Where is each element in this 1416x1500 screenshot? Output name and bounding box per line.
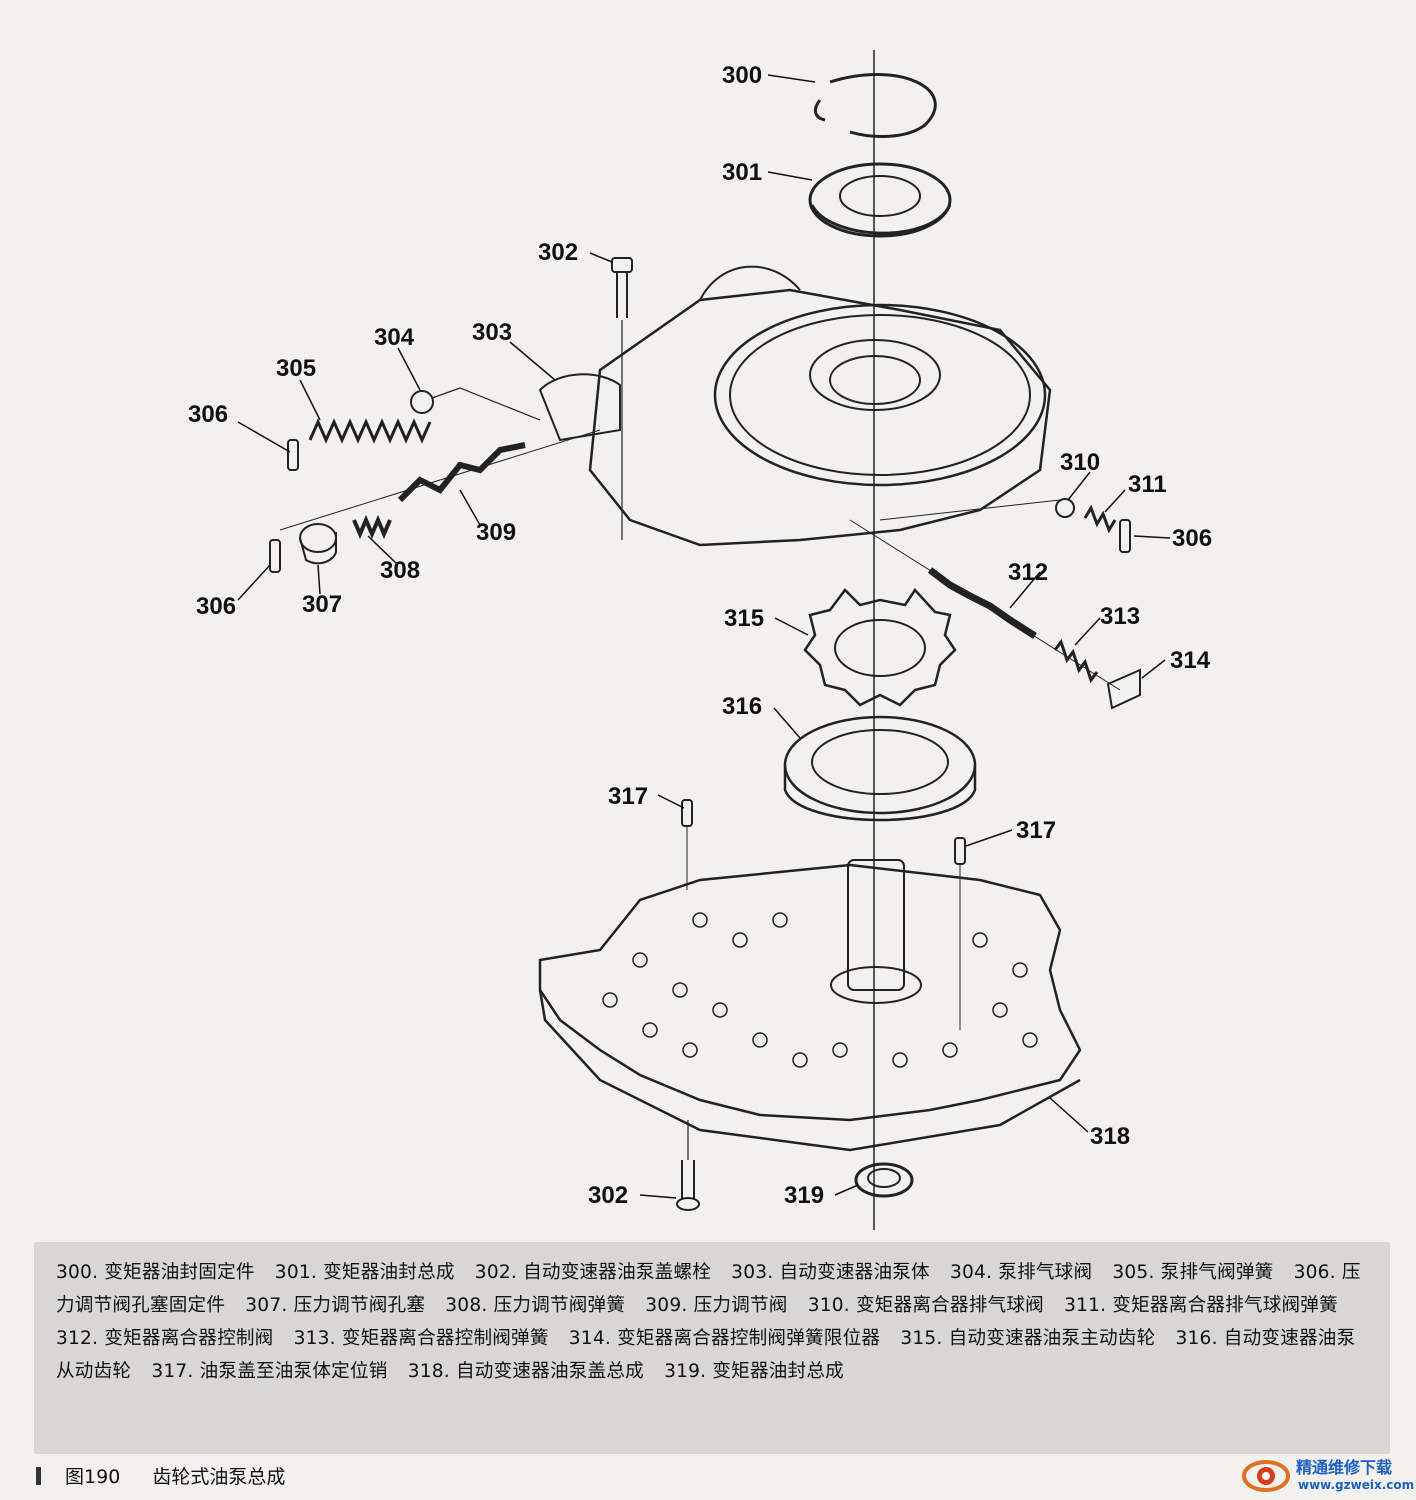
callout-308: 308: [380, 557, 420, 584]
part-305-spring: [308, 418, 432, 444]
legend-item: 313. 变矩器离合器控制阀弹簧: [293, 1328, 549, 1349]
callout-314: 314: [1170, 647, 1211, 674]
watermark-url: www.gzweix.com: [1298, 1478, 1415, 1492]
part-304-check-ball: [410, 390, 434, 414]
part-310-check-ball: [1055, 498, 1075, 518]
part-314-retainer: [1106, 668, 1141, 710]
callout-304: 304: [374, 324, 415, 351]
caption-bar: [36, 1467, 41, 1485]
part-311-spring: [1083, 504, 1117, 534]
callout-306-right: 306: [1172, 525, 1212, 552]
parts-legend: 300. 变矩器油封固定件 301. 变矩器油封总成 302. 自动变速器油泵盖…: [34, 1242, 1390, 1454]
callout-318: 318: [1090, 1123, 1130, 1150]
part-318-pump-cover: [538, 859, 1082, 1152]
legend-item: 305. 泵排气阀弹簧: [1112, 1262, 1274, 1283]
part-315-drive-gear: [803, 587, 957, 707]
legend-item: 316. 自动变速器油泵从动齿轮: [56, 1328, 1356, 1382]
figure-caption: 图190 齿轮式油泵总成: [36, 1462, 285, 1492]
part-300-retaining-ring: [829, 73, 937, 138]
legend-item: 308. 压力调节阀弹簧: [445, 1295, 626, 1316]
legend-item: 317. 油泵盖至油泵体定位销: [151, 1361, 388, 1382]
callout-306-left-top: 306: [188, 401, 228, 428]
part-317-pin-right: [954, 837, 966, 1030]
part-308-spring: [352, 514, 392, 540]
part-301-oil-seal: [808, 162, 952, 238]
callout-301: 301: [722, 159, 762, 186]
watermark-name: 精通维修下载: [1296, 1458, 1393, 1477]
legend-item: 307. 压力调节阀孔塞: [245, 1295, 426, 1316]
figure-title: 齿轮式油泵总成: [152, 1466, 286, 1488]
callout-313: 313: [1100, 603, 1140, 630]
figure-number: 图190: [65, 1466, 121, 1488]
callout-311: 311: [1128, 471, 1167, 498]
part-312-tcc-valve: [927, 567, 1037, 639]
watermark: 精通维修下载 www.gzweix.com: [1240, 1452, 1416, 1498]
exploded-view-diagram: 300 301 302 303 304 305 306 306 307 308 …: [188, 50, 1212, 1230]
callout-312: 312: [1008, 559, 1048, 586]
legend-item: 302. 自动变速器油泵盖螺栓: [474, 1262, 712, 1283]
callout-300: 300: [722, 62, 762, 89]
legend-item: 309. 压力调节阀: [645, 1295, 788, 1316]
part-302-bolt-top: [611, 257, 633, 540]
callout-315: 315: [724, 605, 764, 632]
legend-item: 312. 变矩器离合器控制阀: [56, 1328, 274, 1349]
legend-item: 318. 自动变速器油泵盖总成: [407, 1361, 644, 1382]
legend-item: 314. 变矩器离合器控制阀弹簧限位器: [568, 1328, 881, 1349]
callout-310: 310: [1060, 449, 1100, 476]
part-309-regulator-valve: [397, 442, 526, 503]
legend-item: 310. 变矩器离合器排气球阀: [807, 1295, 1044, 1316]
part-306-pin-left-bottom: [269, 539, 281, 573]
legend-item: 303. 自动变速器油泵体: [731, 1262, 930, 1283]
callout-306-left-bottom: 306: [196, 593, 236, 620]
callout-302-top: 302: [538, 239, 578, 266]
part-306-pin-right: [1119, 519, 1131, 553]
callout-307: 307: [302, 591, 342, 618]
callout-309: 309: [476, 519, 516, 546]
part-302-bolt-bottom: [676, 1120, 700, 1211]
part-316-driven-gear: [783, 715, 977, 822]
callout-303: 303: [472, 319, 512, 346]
legend-item: 301. 变矩器油封总成: [274, 1262, 455, 1283]
part-306-pin-left-top: [287, 439, 299, 471]
legend-item: 311. 变矩器离合器排气球阀弹簧: [1064, 1295, 1338, 1316]
callout-305: 305: [276, 355, 316, 382]
legend-item: 300. 变矩器油封固定件: [56, 1262, 255, 1283]
callout-302-bottom: 302: [588, 1182, 628, 1209]
callout-319: 319: [784, 1182, 824, 1209]
part-313-spring: [1053, 638, 1099, 684]
eye-logo-icon: [1242, 1460, 1290, 1492]
callout-317-right: 317: [1016, 817, 1056, 844]
legend-item: 315. 自动变速器油泵主动齿轮: [900, 1328, 1156, 1349]
callout-316: 316: [722, 693, 762, 720]
part-319-oil-seal: [854, 1162, 914, 1198]
callout-317-left: 317: [608, 783, 648, 810]
legend-item: 319. 变矩器油封总成: [664, 1361, 844, 1382]
legend-item: 304. 泵排气球阀: [949, 1262, 1093, 1283]
legend-item: 306. 压力调节阀孔塞固定件: [56, 1262, 1361, 1316]
part-303-pump-body: [538, 265, 1052, 547]
part-317-pin-left: [681, 799, 693, 890]
part-307-plug: [299, 523, 337, 565]
